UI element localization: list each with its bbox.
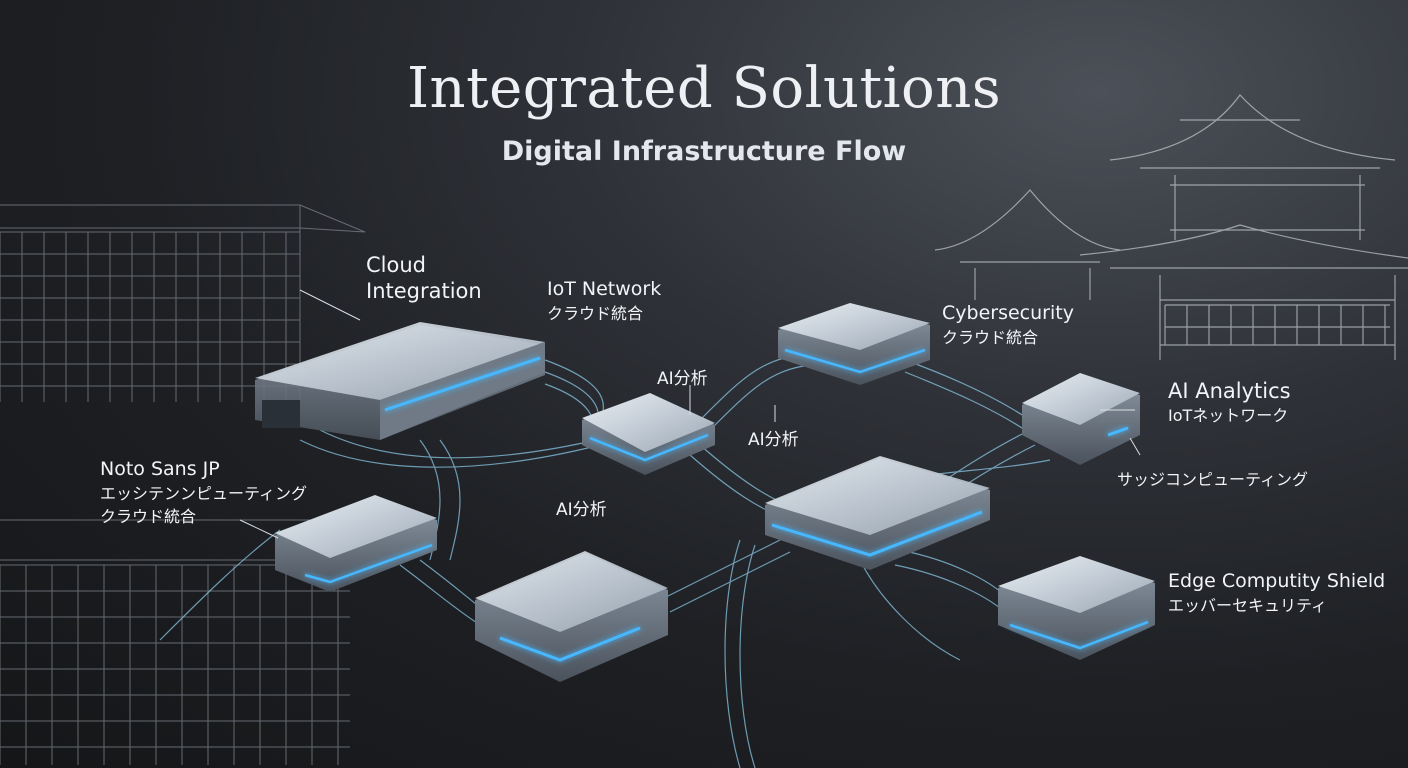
device-edge-shield — [998, 556, 1155, 660]
right-pagoda-outline — [934, 94, 1408, 360]
label-line: AI分析 — [657, 369, 708, 389]
device-cybersecurity — [778, 303, 930, 385]
device-central-large — [765, 456, 990, 570]
label-line: AI分析 — [556, 500, 607, 520]
label-iot-network: IoT Network クラウド統合 — [547, 276, 661, 325]
label-line: IoT Network — [547, 278, 662, 300]
label-cloud-integration: Cloud Integration — [366, 252, 482, 304]
label-line: サッジコンピューティング — [1117, 470, 1309, 489]
device-ai-lower — [475, 551, 668, 682]
label-line: エッバーセキュリティ — [1168, 596, 1328, 615]
label-edge-shield: Edge Computity Shield エッバーセキュリティ — [1168, 568, 1385, 617]
label-edge-jp: サッジコンピューティング — [1117, 467, 1308, 493]
label-ai-mid: AI分析 — [748, 427, 799, 453]
label-noto-sans: Noto Sans JP エッシテンンピューティング クラウド統合 — [100, 456, 307, 528]
device-ai-analytics — [1022, 373, 1140, 465]
label-line: エッシテンンピューティング — [100, 484, 308, 503]
leader-lines — [239, 289, 1141, 539]
label-ai-analytics: AI Analytics IoTネットワーク — [1168, 378, 1291, 427]
label-line: Integration — [366, 279, 482, 303]
label-ai-low: AI分析 — [556, 497, 607, 523]
label-line: Cybersecurity — [942, 302, 1074, 324]
page-subtitle: Digital Infrastructure Flow — [501, 136, 907, 167]
label-line: AI分析 — [748, 430, 799, 450]
label-line: クラウド統合 — [942, 328, 1039, 347]
label-line: IoTネットワーク — [1168, 406, 1289, 425]
device-hub-center — [582, 393, 715, 475]
label-line: クラウド統合 — [100, 507, 197, 526]
label-line: AI Analytics — [1168, 379, 1291, 403]
device-cloud-integration — [255, 322, 545, 440]
label-ai-top: AI分析 — [657, 366, 708, 392]
label-line: Noto Sans JP — [100, 458, 220, 480]
device-noto — [275, 495, 437, 592]
label-cybersecurity: Cybersecurity クラウド統合 — [942, 300, 1074, 349]
label-line: Cloud — [366, 253, 426, 277]
label-line: クラウド統合 — [547, 304, 644, 323]
page-title: Integrated Solutions — [406, 56, 1002, 121]
label-line: Edge Computity Shield — [1168, 570, 1386, 592]
